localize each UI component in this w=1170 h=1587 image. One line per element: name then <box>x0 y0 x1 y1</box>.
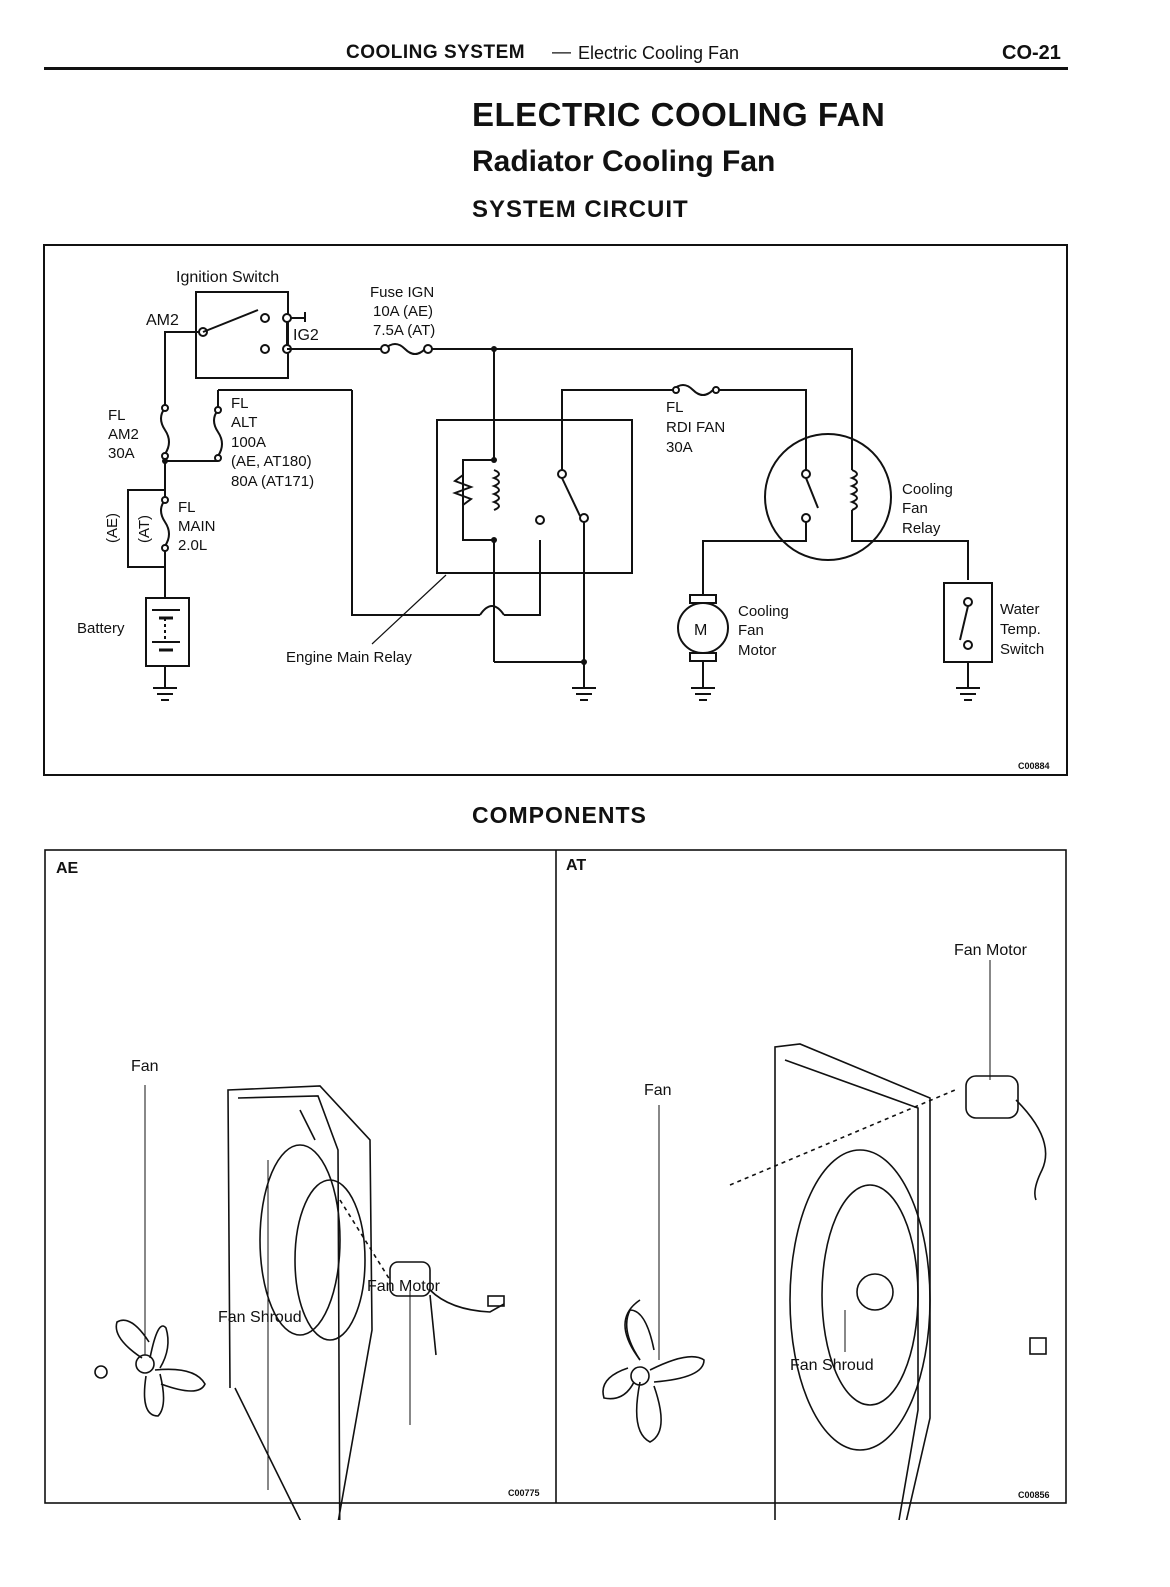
water-temp-switch-line3: Switch <box>1000 641 1044 658</box>
fl-alt-line3: 100A <box>231 434 266 451</box>
page-number: CO-21 <box>1002 42 1061 64</box>
header-section-title: COOLING SYSTEM <box>346 42 526 63</box>
at-panel-label: AT <box>566 857 586 874</box>
ae-fan-motor-drawing <box>339 1199 505 1425</box>
header-subsection-title: Electric Cooling Fan <box>578 43 740 63</box>
am2-label: AM2 <box>146 312 179 329</box>
fl-am2-link <box>160 407 170 455</box>
fl-alt-line2: ALT <box>231 414 257 431</box>
ae-vertical-label: (AE) <box>104 513 121 543</box>
fl-main-line1: FL <box>178 499 196 516</box>
cooling-fan-motor-line1: Cooling <box>738 603 789 620</box>
fl-alt-line1: FL <box>231 395 249 412</box>
components-illustration: AE AT Fan Fan Shroud Fan Motor C00775 Fa… <box>44 849 1067 1520</box>
at-vertical-label: (AT) <box>136 515 153 543</box>
circuit-frame <box>43 244 1068 776</box>
fl-am2-line3: 30A <box>108 445 135 462</box>
water-temp-switch-line1: Water <box>1000 601 1039 618</box>
ae-fan-motor-label: Fan Motor <box>367 1278 441 1295</box>
fl-main-line2: MAIN <box>178 518 216 535</box>
cooling-fan-relay-line2: Fan <box>902 500 928 517</box>
system-circuit-heading: SYSTEM CIRCUIT <box>472 196 689 223</box>
page-subtitle: Radiator Cooling Fan <box>472 145 776 178</box>
ignition-switch-box <box>195 291 289 379</box>
fl-alt-line5: 80A (AT171) <box>231 473 314 490</box>
fl-am2-line2: AM2 <box>108 426 139 443</box>
cooling-fan-relay-circle <box>764 433 892 561</box>
cooling-fan-relay-line3: Relay <box>902 520 941 537</box>
ig2-label: IG2 <box>293 327 319 344</box>
motor-symbol-label: M <box>694 622 707 639</box>
fuse-ign-line1: Fuse IGN <box>370 284 434 301</box>
circuit-figure-code: C00884 <box>1018 761 1050 771</box>
fl-rdi-fan <box>672 384 714 396</box>
engine-main-relay-label: Engine Main Relay <box>286 649 412 666</box>
components-heading: COMPONENTS <box>472 802 647 828</box>
water-temp-switch-box <box>943 582 993 663</box>
ae-panel-label: AE <box>56 860 79 877</box>
fl-rdi-line2: RDI FAN <box>666 419 725 436</box>
fuse-ign-line3: 7.5A (AT) <box>373 322 435 339</box>
at-fan-shroud-label: Fan Shroud <box>790 1357 874 1374</box>
at-fan-drawing <box>602 1105 705 1443</box>
fuse-ign <box>384 343 426 355</box>
fuse-ign-line2: 10A (AE) <box>373 303 433 320</box>
cooling-fan-motor-line3: Motor <box>738 642 776 659</box>
ae-figure-code: C00775 <box>508 1488 540 1498</box>
fl-rdi-line3: 30A <box>666 439 693 456</box>
fl-rdi-line1: FL <box>666 399 684 416</box>
at-fan-motor-label: Fan Motor <box>954 942 1028 959</box>
at-fan-label: Fan <box>644 1082 672 1099</box>
ae-fan-label: Fan <box>131 1058 159 1075</box>
fl-alt-line4: (AE, AT180) <box>231 453 312 470</box>
at-fan-shroud-drawing <box>729 1043 956 1520</box>
cooling-fan-motor-line2: Fan <box>738 622 764 639</box>
ae-fan-drawing <box>94 1085 206 1417</box>
ae-fan-shroud-drawing <box>227 1085 373 1520</box>
cooling-fan-relay-line1: Cooling <box>902 481 953 498</box>
header-rule <box>44 67 1068 70</box>
page-title: ELECTRIC COOLING FAN <box>472 96 886 133</box>
at-figure-code: C00856 <box>1018 1490 1050 1500</box>
battery-box <box>145 597 190 667</box>
system-circuit-diagram: Ignition Switch AM2 IG2 Fuse IGN 10A (AE… <box>43 244 1068 776</box>
header-dash: — <box>552 42 571 63</box>
engine-main-relay-box <box>436 419 633 574</box>
water-temp-switch-line2: Temp. <box>1000 621 1041 638</box>
battery-label: Battery <box>77 620 125 637</box>
ignition-switch-label: Ignition Switch <box>176 269 279 286</box>
fl-main-line3: 2.0L <box>178 537 207 554</box>
fl-am2-line1: FL <box>108 407 126 424</box>
ae-fan-shroud-label: Fan Shroud <box>218 1309 302 1326</box>
at-fan-motor-drawing <box>965 960 1047 1355</box>
